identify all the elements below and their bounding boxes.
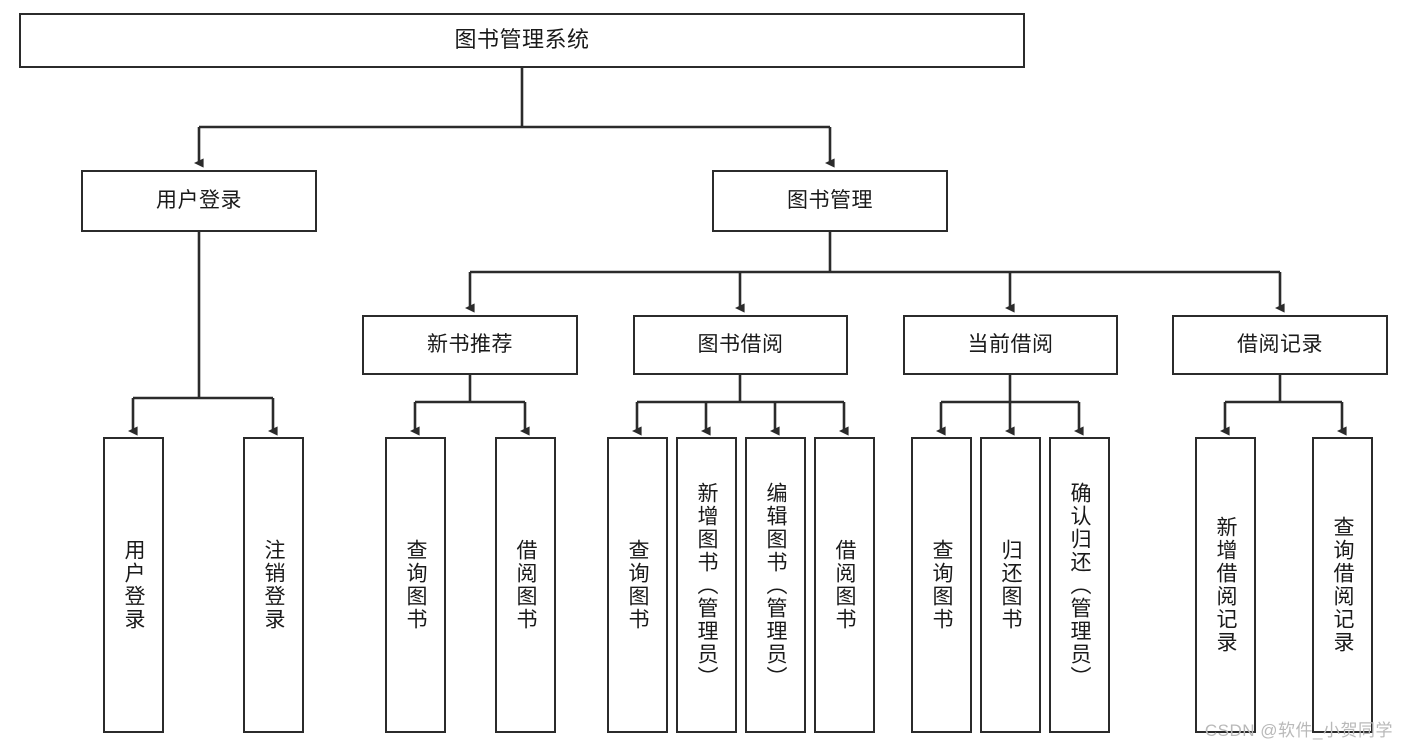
node-label: 借阅图书	[514, 539, 537, 631]
node-label: 图书借阅	[697, 333, 784, 357]
leaf-record-add-record[interactable]: 新增借阅记录	[1195, 437, 1256, 733]
node-label: 用户登录	[122, 539, 145, 631]
node-label: 查询图书	[626, 539, 649, 631]
node-label: 新增借阅记录	[1214, 516, 1237, 654]
node-book-borrow[interactable]: 图书借阅	[633, 315, 848, 375]
node-root-system[interactable]: 图书管理系统	[19, 13, 1025, 68]
leaf-current-confirm-return-admin[interactable]: 确认归还（管理员）	[1049, 437, 1110, 733]
node-borrow-record[interactable]: 借阅记录	[1172, 315, 1388, 375]
node-label: 借阅图书	[833, 539, 856, 631]
node-label: 注销登录	[262, 539, 285, 631]
leaf-borrow-add-book-admin[interactable]: 新增图书（管理员）	[676, 437, 737, 733]
node-label: 用户登录	[156, 189, 242, 213]
leaf-borrow-edit-book-admin[interactable]: 编辑图书（管理员）	[745, 437, 806, 733]
node-label: 当前借阅	[967, 333, 1054, 357]
node-label: 查询图书	[404, 539, 427, 631]
leaf-current-return-book[interactable]: 归还图书	[980, 437, 1041, 733]
leaf-user-login-logout[interactable]: 注销登录	[243, 437, 304, 733]
node-label: 查询借阅记录	[1331, 516, 1354, 654]
leaf-user-login-login[interactable]: 用户登录	[103, 437, 164, 733]
leaf-borrow-query-book[interactable]: 查询图书	[607, 437, 668, 733]
node-label: 编辑图书（管理员）	[764, 481, 787, 689]
node-label: 图书管理	[787, 189, 873, 213]
leaf-recommend-query-book[interactable]: 查询图书	[385, 437, 446, 733]
node-user-login[interactable]: 用户登录	[81, 170, 317, 232]
leaf-record-query-record[interactable]: 查询借阅记录	[1312, 437, 1373, 733]
leaf-current-query-book[interactable]: 查询图书	[911, 437, 972, 733]
leaf-borrow-borrow-book[interactable]: 借阅图书	[814, 437, 875, 733]
node-label: 借阅记录	[1237, 333, 1323, 357]
node-book-management[interactable]: 图书管理	[712, 170, 948, 232]
node-new-book-recommend[interactable]: 新书推荐	[362, 315, 578, 375]
node-label: 确认归还（管理员）	[1068, 481, 1091, 689]
node-current-borrow[interactable]: 当前借阅	[903, 315, 1118, 375]
leaf-recommend-borrow-book[interactable]: 借阅图书	[495, 437, 556, 733]
node-label: 新书推荐	[427, 333, 513, 357]
csdn-watermark: CSDN @软件_小贺同学	[1204, 721, 1393, 740]
node-label: 查询图书	[930, 539, 953, 631]
node-label: 归还图书	[999, 539, 1022, 631]
node-label: 新增图书（管理员）	[695, 481, 718, 689]
node-label: 图书管理系统	[454, 27, 590, 53]
